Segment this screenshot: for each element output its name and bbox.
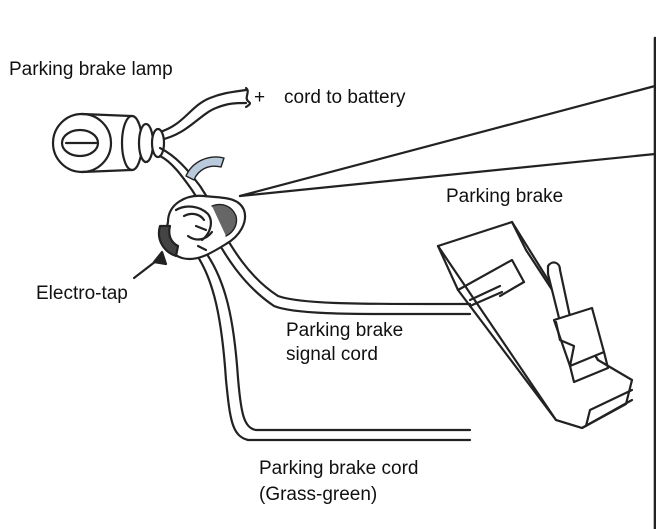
bend-arrow-icon [185,156,225,181]
zoom-leader-lines [238,84,656,198]
label-brake-cord-line1: Parking brake cord [259,458,419,479]
signal-cord [202,210,472,316]
label-signal-cord-line1: Parking brake [286,320,404,341]
label-signal-cord: Parking brake signal cord [286,320,403,366]
label-brake-cord: Parking brake cord (Grass-green) [259,458,418,506]
label-electro-tap: Electro-tap [36,283,128,304]
label-cord-to-battery: cord to battery [284,87,406,108]
electro-tap-pointer [132,250,168,280]
brake-cord [194,248,472,442]
label-parking-brake-lamp: Parking brake lamp [9,59,173,80]
label-signal-cord-line2: signal cord [286,344,378,365]
label-plus-sign: + [254,87,266,108]
lamp-wire [158,146,216,214]
lamp-socket-icon [51,112,166,174]
electro-tap-connector-icon [157,194,247,261]
battery-cord [158,86,252,142]
label-parking-brake: Parking brake [446,186,564,207]
parking-brake-lever-icon [436,220,634,430]
label-brake-cord-line2: (Grass-green) [259,484,378,505]
